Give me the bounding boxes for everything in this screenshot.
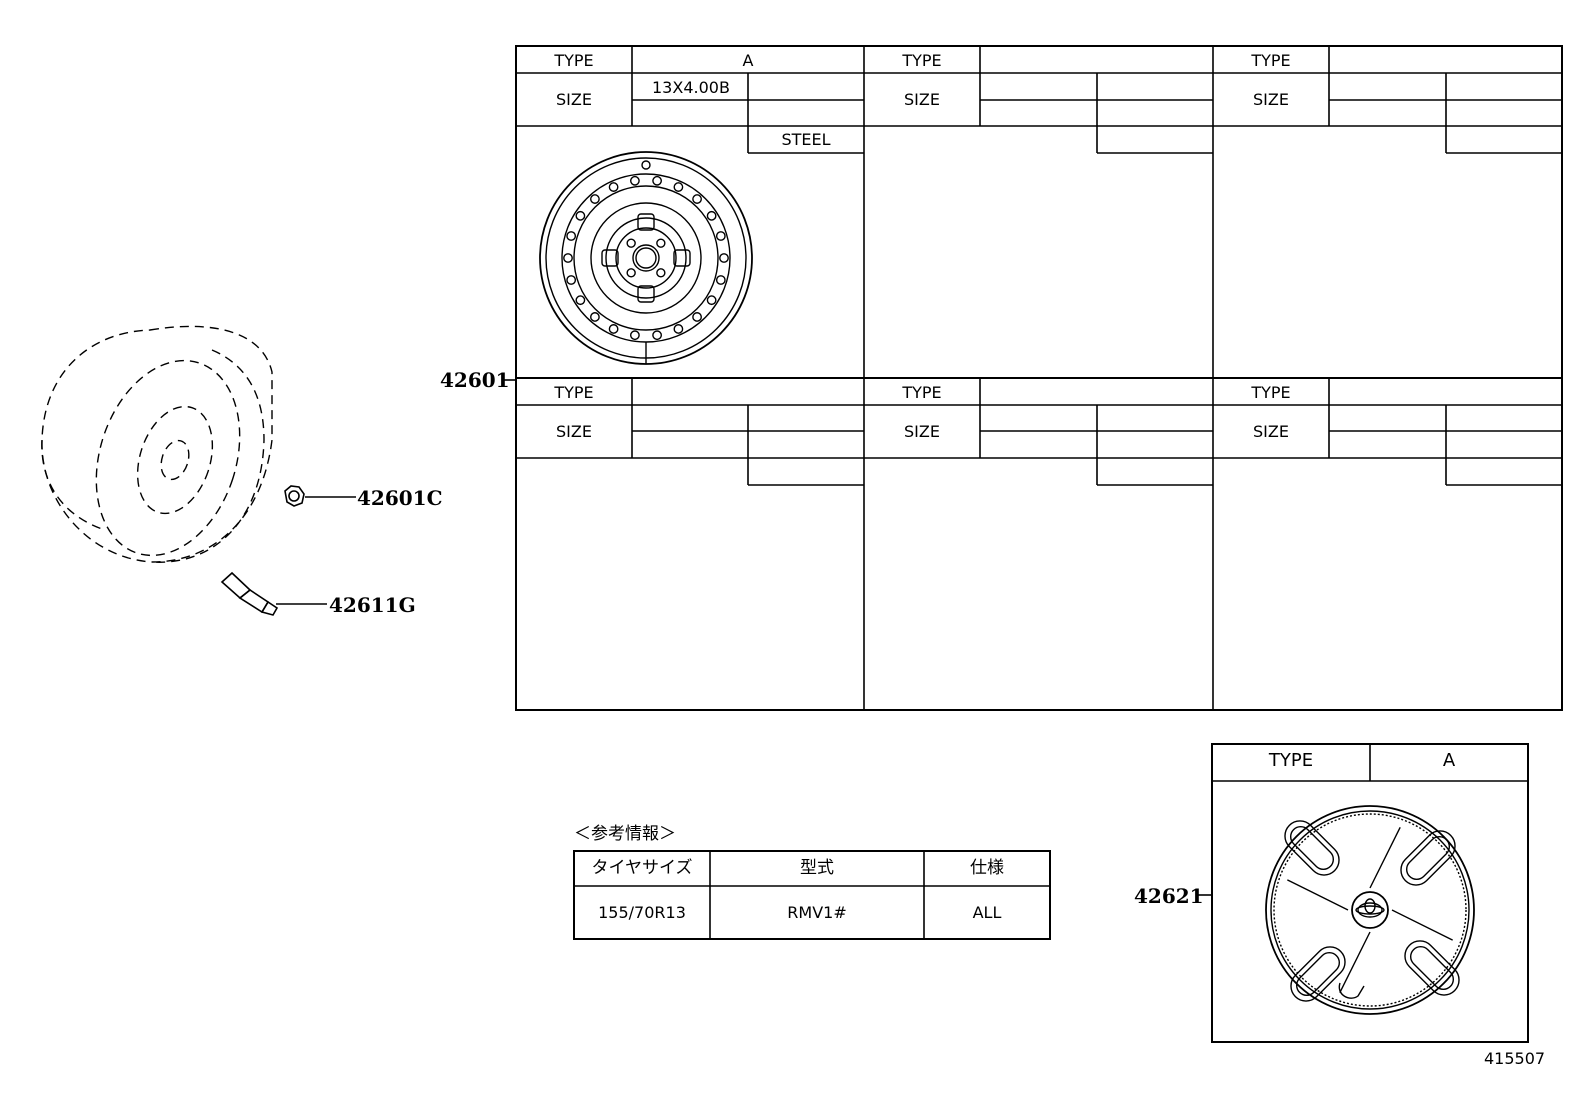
vent-hole	[692, 194, 702, 204]
steel-wheel-drawing	[539, 151, 753, 365]
wheel-cap-drawing	[1265, 805, 1475, 1015]
type-label-1: TYPE	[554, 51, 594, 70]
page-number: 415507	[1484, 1049, 1546, 1068]
cap-type-value: A	[1442, 750, 1456, 771]
vent-hole	[563, 253, 573, 263]
part-number-42601: 42601	[440, 368, 510, 392]
size-label-6: SIZE	[1253, 422, 1289, 441]
vent-hole	[575, 210, 586, 221]
size-label-5: SIZE	[904, 422, 940, 441]
vent-hole	[575, 295, 586, 306]
reference-table-grid	[573, 850, 1051, 940]
window-slot	[601, 249, 619, 267]
vent-hole	[719, 253, 729, 263]
vent-hole	[673, 182, 684, 192]
cell-block-4	[516, 378, 864, 486]
cap-slot	[1290, 946, 1346, 1002]
size-label-1: SIZE	[556, 90, 592, 109]
vent-hole	[652, 330, 663, 341]
reference-header-tire-size: タイヤサイズ	[591, 858, 693, 878]
lug-hole	[626, 238, 636, 248]
vent-hole	[566, 231, 577, 241]
lug-hole	[656, 268, 666, 278]
type-value-a: A	[742, 51, 754, 70]
vent-hole	[673, 324, 684, 334]
cap-spoke	[1339, 931, 1371, 993]
part-number-42621: 42621	[1134, 884, 1204, 908]
valve-stem-drawing	[220, 571, 279, 616]
cap-type-label: TYPE	[1268, 750, 1314, 771]
vent-hole	[692, 312, 702, 322]
cell-block-3	[1213, 46, 1562, 154]
cell-block-2	[864, 46, 1213, 154]
vent-hole	[629, 175, 640, 186]
vent-hole	[608, 182, 619, 192]
reference-header-spec: 仕様	[970, 858, 1004, 878]
type-label-5: TYPE	[902, 383, 942, 402]
size-label-3: SIZE	[1253, 90, 1289, 109]
tire-drawing	[41, 325, 273, 563]
vent-hole	[629, 330, 640, 341]
window-slot	[637, 285, 655, 303]
material-value-a: STEEL	[781, 130, 831, 149]
hub-nut-drawing	[284, 485, 305, 507]
cell-block-6	[1213, 378, 1562, 486]
cap-spoke	[1287, 879, 1349, 911]
type-label-3: TYPE	[1251, 51, 1291, 70]
cap-slot	[1400, 830, 1456, 886]
reference-cell-tire-size: 155/70R13	[598, 903, 686, 922]
cap-table-grid	[1211, 743, 1529, 1043]
reference-cell-model: RMV1#	[787, 903, 847, 922]
type-label-4: TYPE	[554, 383, 594, 402]
reference-cell-spec: ALL	[972, 903, 1002, 922]
vent-hole	[652, 175, 663, 186]
vent-hole	[706, 295, 717, 306]
size-label-4: SIZE	[556, 422, 592, 441]
part-number-42601C: 42601C	[357, 486, 443, 510]
reference-title: ＜参考情報＞	[574, 824, 676, 844]
cap-spoke	[1391, 909, 1453, 941]
size-value-a: 13X4.00B	[652, 78, 730, 97]
vent-hole	[590, 194, 600, 204]
lug-hole	[656, 238, 666, 248]
lug-hole	[626, 268, 636, 278]
vent-hole	[566, 275, 577, 285]
type-label-2: TYPE	[902, 51, 942, 70]
vent-hole	[715, 231, 726, 241]
cell-block-1	[516, 46, 864, 154]
part-number-42611G: 42611G	[329, 593, 416, 617]
window-slot	[673, 249, 691, 267]
vent-hole	[706, 210, 717, 221]
window-slot	[637, 213, 655, 231]
vent-hole	[608, 324, 619, 334]
cap-spoke	[1369, 827, 1401, 889]
cell-block-5	[864, 378, 1213, 486]
size-label-2: SIZE	[904, 90, 940, 109]
vent-hole	[715, 275, 726, 285]
reference-header-model: 型式	[800, 858, 834, 878]
vent-hole	[590, 312, 600, 322]
type-label-6: TYPE	[1251, 383, 1291, 402]
